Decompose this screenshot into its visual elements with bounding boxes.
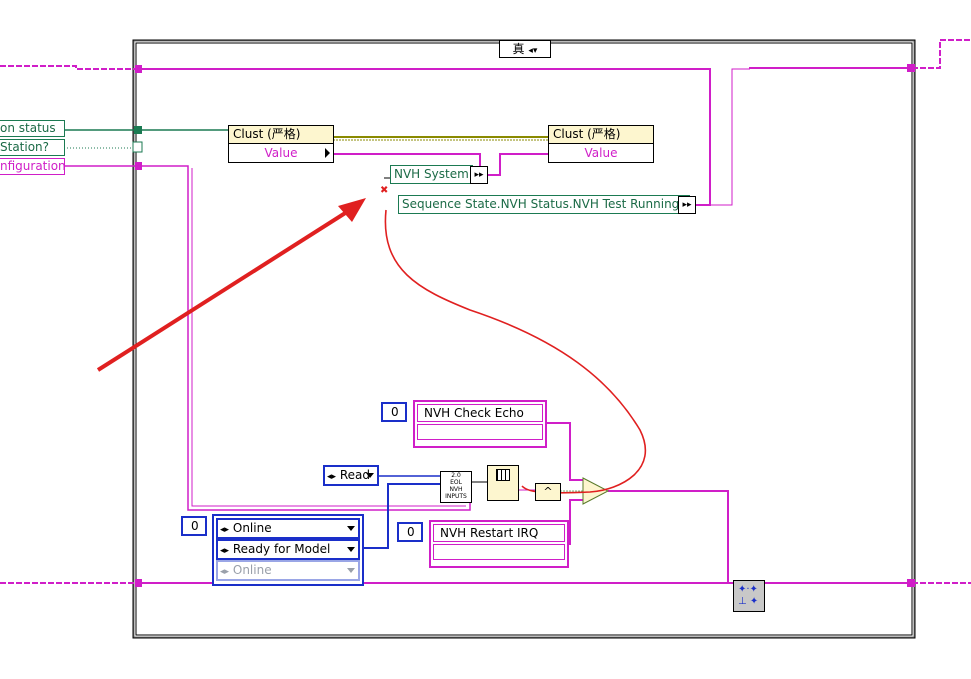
cluster-node-left[interactable]: Clust (严格) Value <box>228 125 334 163</box>
terminal-station-label: Station? <box>0 140 50 154</box>
ring-increment-icon[interactable]: ◂▸ <box>327 472 337 482</box>
queue-subvi-node[interactable]: ✦·✦ ⊥ ✦ <box>733 580 765 612</box>
subvi-line4: INPUTS <box>445 493 467 500</box>
cluster-grid-icon <box>496 469 510 481</box>
command-nvh-check-echo[interactable]: NVH Check Echo <box>413 400 547 448</box>
unbundle-terminal-icon: ▸▸ <box>470 166 488 184</box>
cluster-node-right[interactable]: Clust (严格) Value <box>548 125 654 163</box>
eol-nvh-inputs-subvi[interactable]: 2.0 EOL NVH INPUTS <box>440 471 472 503</box>
ring-increment-icon[interactable]: ◂▸ <box>220 546 230 556</box>
command-label: NVH Restart IRQ <box>433 524 565 542</box>
cluster-value-row[interactable]: Value <box>549 144 653 162</box>
case-selector[interactable]: 真 ◂▾ <box>499 40 551 58</box>
cluster-arrow-icon <box>325 148 330 158</box>
unbundle-node[interactable] <box>487 465 519 501</box>
terminal-station: Station? <box>0 139 65 156</box>
command-nvh-restart-irq[interactable]: NVH Restart IRQ <box>429 520 569 568</box>
array-index-value: 0 <box>191 519 199 533</box>
command-label: NVH Check Echo <box>417 404 543 422</box>
mode-array-item-label: Ready for Model <box>232 542 331 556</box>
selector-toggle-icon[interactable]: ✖ <box>380 185 389 196</box>
index-value: 0 <box>391 405 399 419</box>
sparkle-icon: ✦·✦ <box>738 584 758 595</box>
read-mode-ring[interactable]: ◂▸ Read <box>323 465 379 486</box>
index-control-2[interactable]: 0 <box>397 522 423 542</box>
dropdown-icon[interactable] <box>366 473 374 478</box>
cluster-header: Clust (严格) <box>549 126 653 144</box>
nvh-system-element[interactable]: NVH System <box>390 165 473 184</box>
mode-array-item-label: Online <box>232 521 272 535</box>
case-selector-value: 真 <box>512 42 525 56</box>
mode-array-item[interactable]: ◂▸ Ready for Model <box>216 539 360 560</box>
mode-array-item-disabled: ◂▸ Online <box>216 560 360 581</box>
terminal-status-label: on status <box>0 121 56 135</box>
subvi-line3: NVH <box>449 486 463 493</box>
command-subfield <box>417 424 543 440</box>
terminal-status: on status <box>0 120 65 137</box>
cluster-header: Clust (严格) <box>229 126 333 144</box>
nvh-system-label: NVH System <box>394 167 469 181</box>
dropdown-icon[interactable] <box>347 547 355 552</box>
sequence-state-element[interactable]: Sequence State.NVH Status.NVH Test Runni… <box>398 195 690 214</box>
mode-array[interactable]: ◂▸ Online ◂▸ Ready for Model ◂▸ Online <box>212 514 364 586</box>
terminal-configuration: nfiguration <box>0 158 66 175</box>
compare-symbol: ^ <box>543 485 553 498</box>
array-index-control[interactable]: 0 <box>181 516 207 536</box>
subvi-line2: EOL <box>450 479 462 486</box>
sequence-state-label: Sequence State.NVH Status.NVH Test Runni… <box>402 197 686 211</box>
cluster-value-label: Value <box>584 146 618 160</box>
cluster-value-label: Value <box>264 146 298 160</box>
unbundle-terminal-icon: ▸▸ <box>678 196 696 214</box>
index-value: 0 <box>407 525 415 539</box>
ring-increment-icon[interactable]: ◂▸ <box>220 525 230 535</box>
index-control-1[interactable]: 0 <box>381 402 407 422</box>
ring-increment-icon: ◂▸ <box>220 567 230 577</box>
equal-compare-node[interactable]: ^ <box>535 483 561 501</box>
dropdown-icon <box>347 568 355 573</box>
command-subfield <box>433 544 565 560</box>
cluster-value-row[interactable]: Value <box>229 144 333 162</box>
dropdown-icon[interactable] <box>347 526 355 531</box>
mode-array-item[interactable]: ◂▸ Online <box>216 518 360 539</box>
mode-array-item-label: Online <box>232 563 272 577</box>
read-mode-value: Read <box>339 468 371 482</box>
sparkle-icon: ⊥ ✦ <box>738 596 759 607</box>
subvi-version: 2.0 <box>451 472 461 479</box>
case-selector-dropdown-icon[interactable]: ◂▾ <box>528 46 538 56</box>
terminal-configuration-label: nfiguration <box>0 159 66 173</box>
